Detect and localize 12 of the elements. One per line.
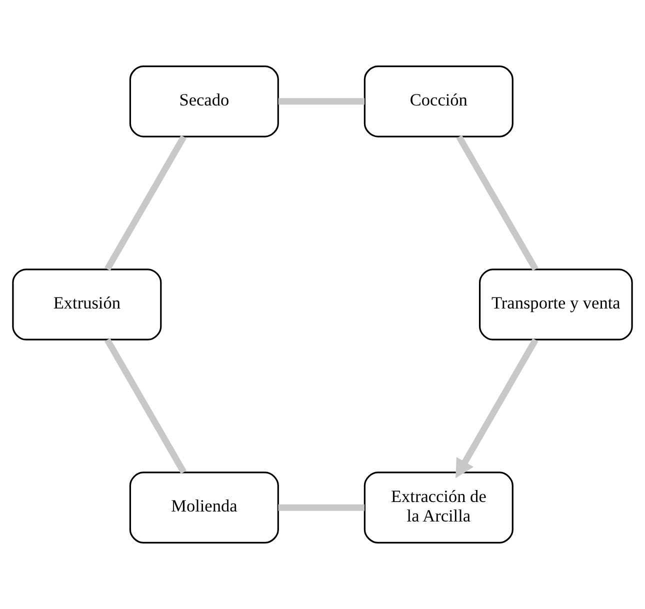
- connector: [104, 135, 187, 271]
- arrow: [456, 338, 538, 478]
- connector: [104, 338, 187, 474]
- node-box: Secado: [129, 66, 279, 138]
- node-box: Transporte y venta: [478, 268, 633, 340]
- node-box: Extrusión: [12, 268, 162, 340]
- connector: [278, 98, 365, 105]
- connector: [456, 135, 538, 271]
- node-box: Molienda: [129, 472, 279, 544]
- node-box: Cocción: [364, 66, 514, 138]
- connector: [278, 504, 364, 511]
- node-box: Extracción de la Arcilla: [364, 472, 514, 544]
